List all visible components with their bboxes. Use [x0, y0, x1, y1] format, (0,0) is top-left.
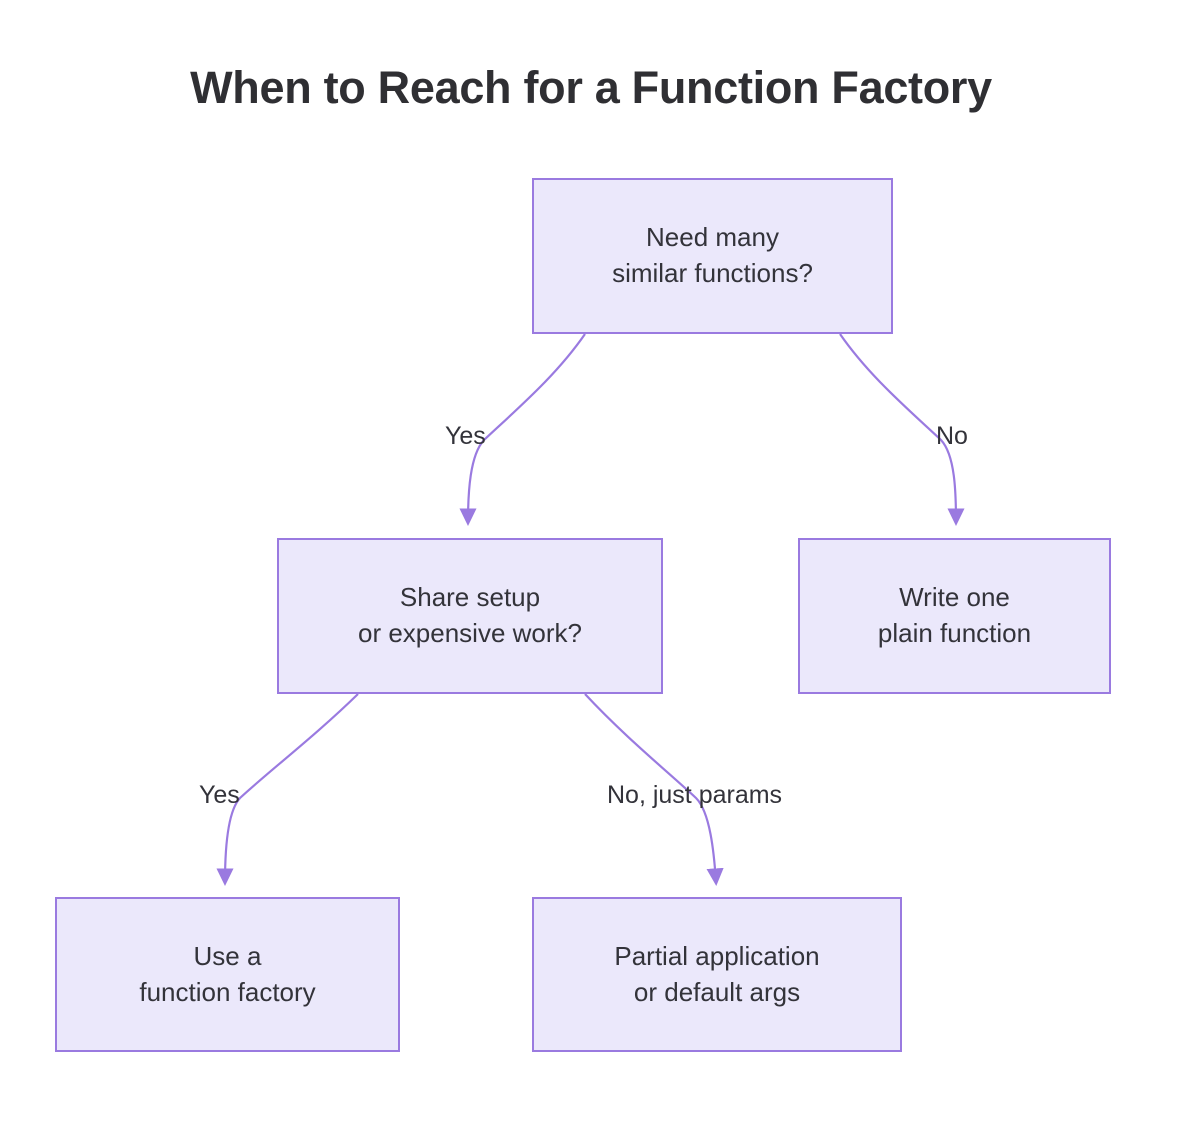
node-share-setup[interactable]: Share setup or expensive work?: [277, 538, 663, 694]
node-partial-application-line-1: Partial application: [614, 940, 820, 971]
node-use-function-factory[interactable]: Use a function factory: [55, 897, 400, 1052]
page-title: When to Reach for a Function Factory: [190, 62, 992, 113]
node-share-setup-line-2: or expensive work?: [358, 618, 582, 648]
node-use-function-factory-line-2: function factory: [139, 976, 316, 1007]
node-root[interactable]: Need many similar functions?: [532, 178, 893, 334]
node-partial-application-line-2: or default args: [633, 976, 801, 1007]
edge-label-root-no: No: [936, 422, 968, 450]
edge-share-setup-to-factory: [216, 693, 359, 886]
node-use-function-factory-line-1: Use a: [193, 940, 262, 971]
node-share-setup-line-1: Share setup: [399, 582, 541, 613]
node-partial-application[interactable]: Partial application or default args: [532, 897, 902, 1052]
node-plain-function-line-2: plain function: [877, 618, 1032, 648]
node-plain-function-line-1: Write one: [899, 582, 1010, 613]
node-plain-function[interactable]: Write one plain function: [798, 538, 1111, 694]
edge-label-share-setup-yes: Yes: [199, 781, 240, 809]
edge-label-root-yes: Yes: [445, 422, 486, 450]
node-root-line-2: similar functions?: [612, 258, 813, 288]
node-root-line-1: Need many: [646, 222, 779, 253]
edge-label-share-setup-no: No, just params: [607, 781, 783, 809]
